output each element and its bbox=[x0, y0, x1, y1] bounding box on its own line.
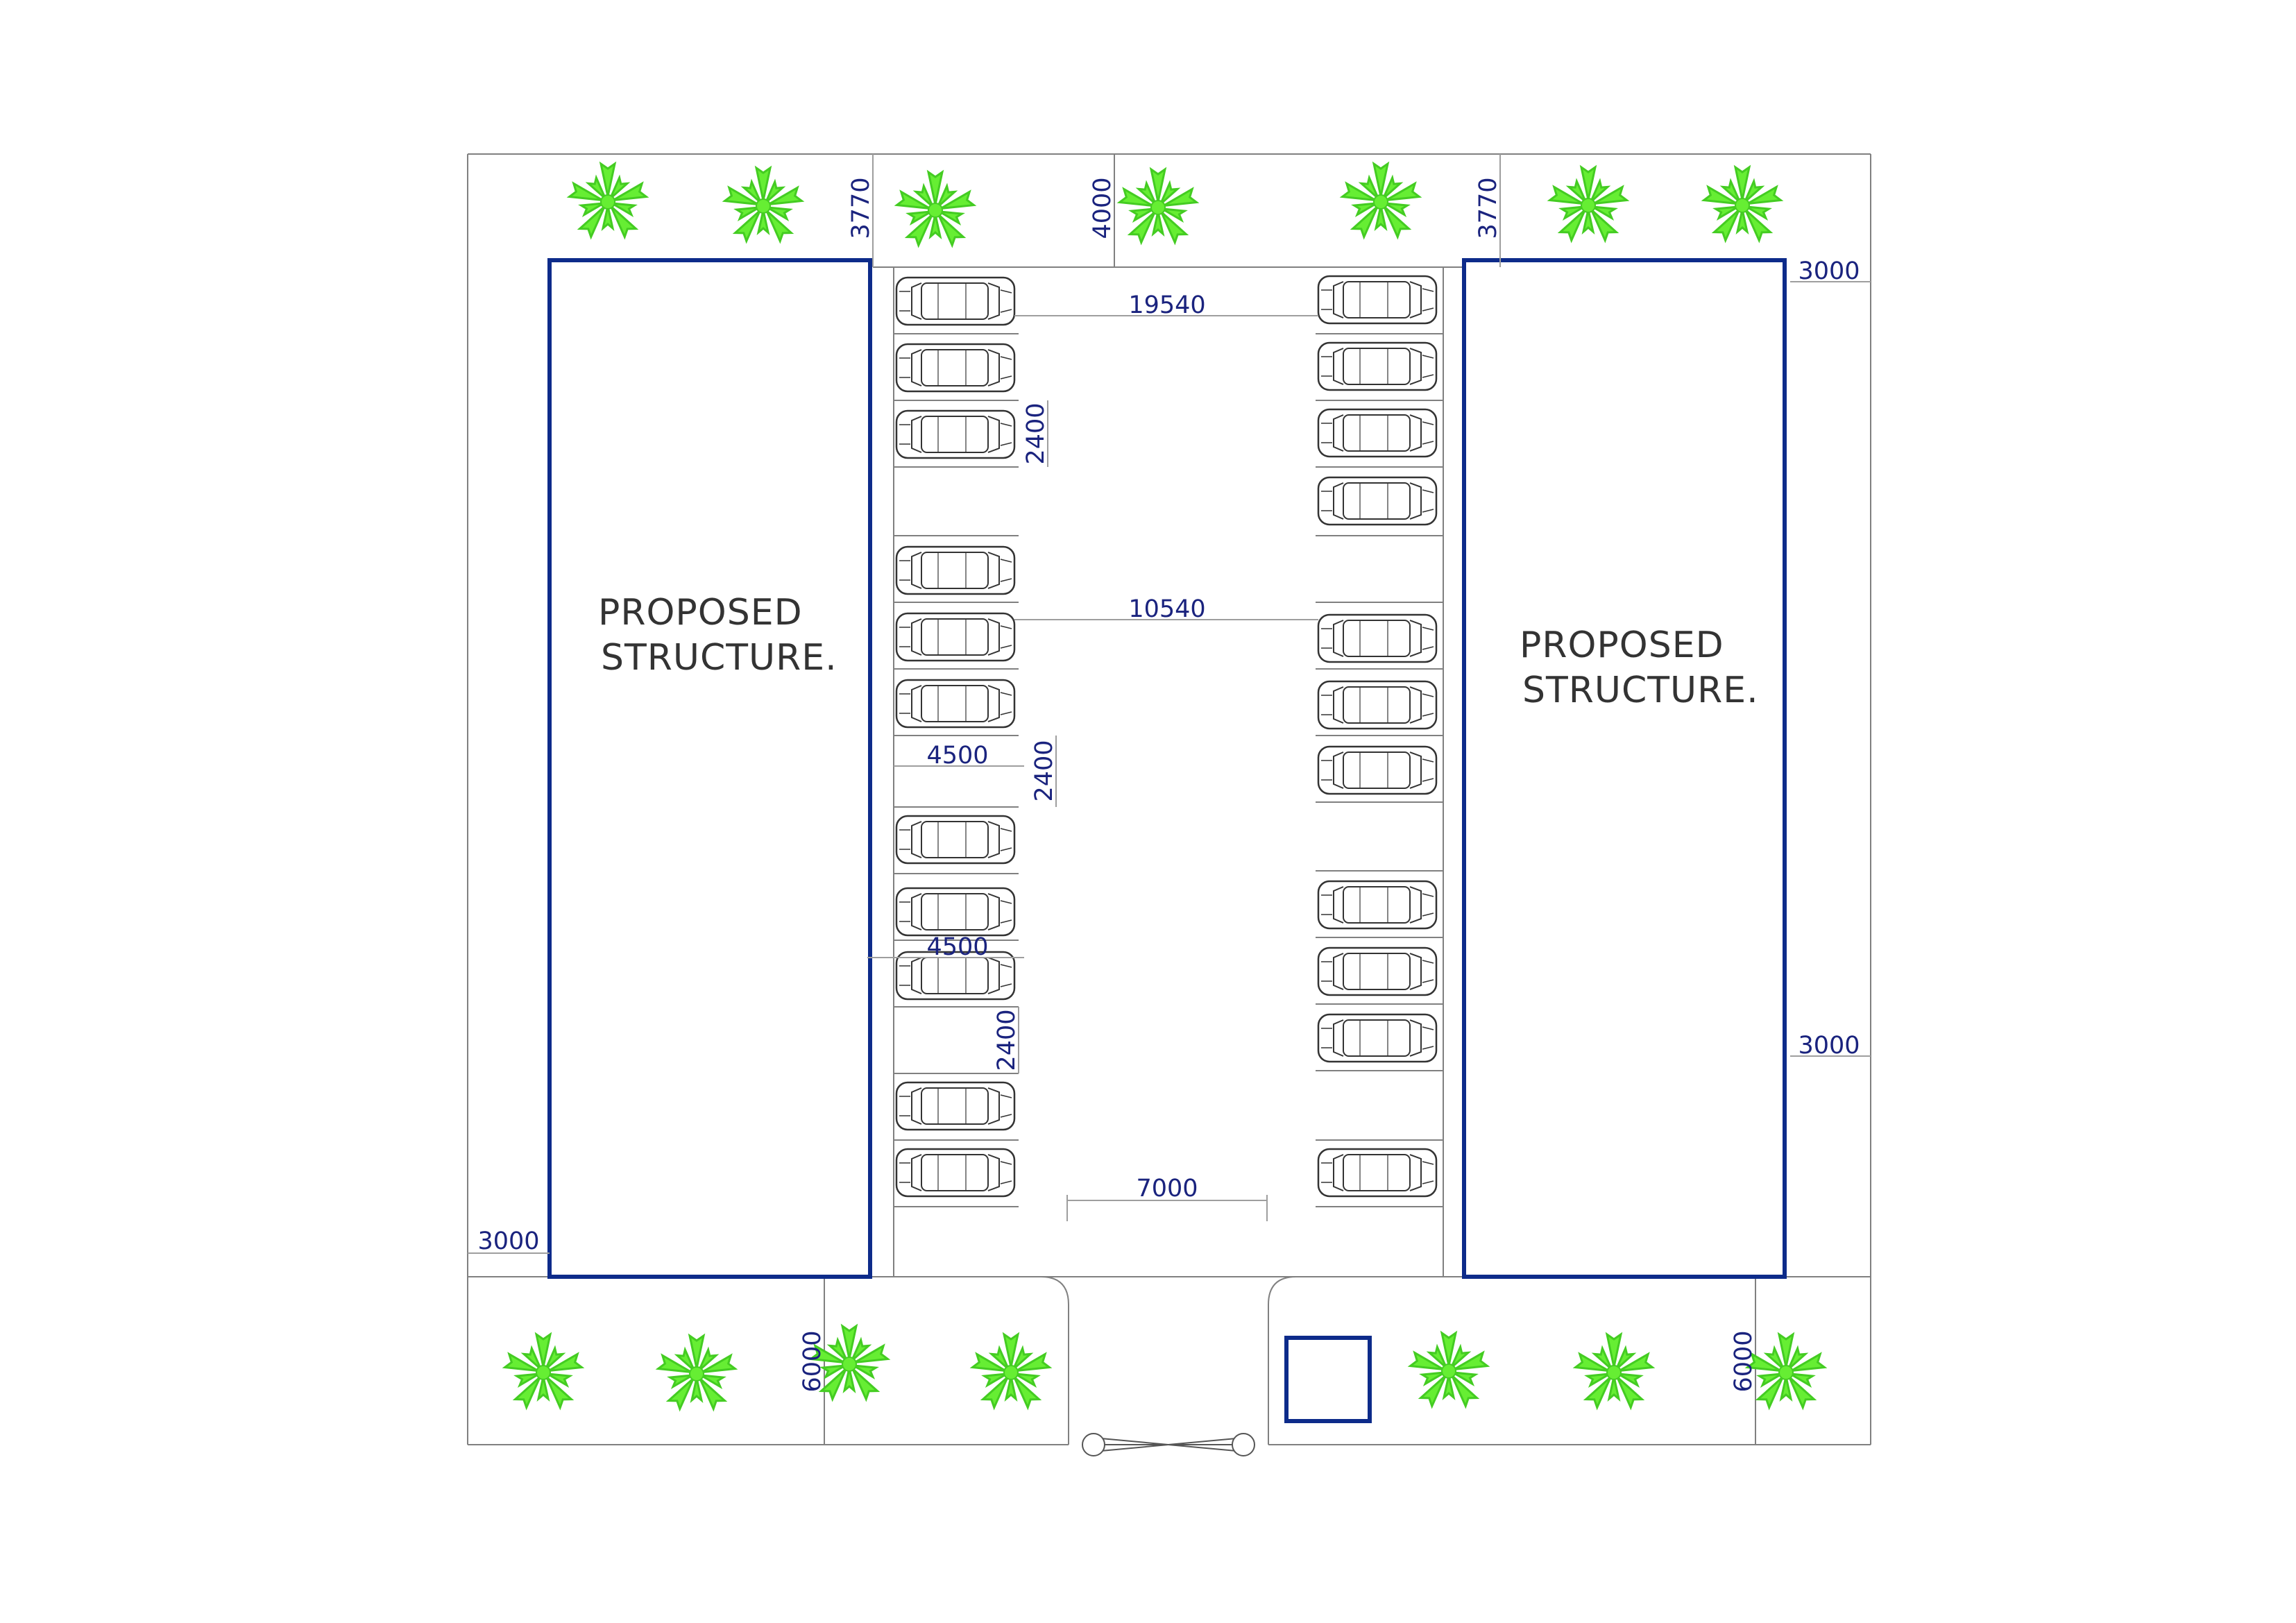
gate-icon bbox=[1082, 1433, 1255, 1456]
car-icon bbox=[895, 276, 1016, 326]
trees bbox=[504, 162, 1826, 1410]
car-icon bbox=[895, 887, 1016, 937]
car-icon bbox=[1317, 1013, 1438, 1063]
car-icon bbox=[1317, 275, 1438, 325]
car-icon bbox=[1317, 613, 1438, 663]
parking-row-right bbox=[1316, 275, 1443, 1207]
car-icon bbox=[1317, 946, 1438, 996]
square-box-icon bbox=[1284, 1336, 1372, 1423]
dim-left-setback: 3000 bbox=[477, 1227, 539, 1255]
tree-icon bbox=[1703, 166, 1782, 241]
tree-icon bbox=[504, 1333, 583, 1409]
dim-bay-width: 2400 bbox=[993, 1009, 1021, 1071]
proposed-structure-right: PROPOSED STRUCTURE. bbox=[1462, 258, 1787, 1279]
dim-aisle-width-top: 19540 bbox=[1128, 291, 1205, 319]
building-label-line1: PROPOSED bbox=[598, 592, 803, 634]
car-icon bbox=[1317, 745, 1438, 795]
dim-aisle-width-middle: 10540 bbox=[1128, 595, 1205, 623]
dim-bay-width: 2400 bbox=[1030, 740, 1058, 801]
parking-row-left bbox=[894, 276, 1019, 1207]
car-icon bbox=[1317, 341, 1438, 391]
tree-icon bbox=[657, 1334, 736, 1410]
car-icon bbox=[895, 815, 1016, 865]
tree-icon bbox=[1574, 1333, 1653, 1409]
dim-right-setback-bottom: 3000 bbox=[1798, 1032, 1860, 1060]
tree-icon bbox=[896, 171, 975, 246]
dim-bay-length: 4500 bbox=[926, 742, 988, 770]
dim-top-right-setback: 3770 bbox=[1474, 177, 1502, 239]
car-icon bbox=[895, 343, 1016, 393]
car-icon bbox=[895, 612, 1016, 662]
tree-icon bbox=[1341, 162, 1420, 238]
tree-icon bbox=[971, 1333, 1051, 1409]
car-icon bbox=[895, 545, 1016, 595]
car-icon bbox=[895, 1081, 1016, 1131]
tree-icon bbox=[1119, 168, 1198, 244]
tree-icon bbox=[1409, 1332, 1488, 1407]
car-icon bbox=[1317, 476, 1438, 526]
dim-bottom-right-setback: 6000 bbox=[1730, 1330, 1758, 1392]
dim-right-setback-top: 3000 bbox=[1798, 257, 1860, 285]
tree-icon bbox=[724, 167, 803, 242]
building-label-line2: STRUCTURE. bbox=[601, 637, 837, 679]
dim-top-left-setback: 3770 bbox=[847, 177, 875, 239]
tree-icon bbox=[568, 162, 647, 238]
building-label-line2: STRUCTURE. bbox=[1522, 670, 1759, 711]
car-icon bbox=[895, 409, 1016, 459]
dim-gate-width: 7000 bbox=[1136, 1175, 1198, 1203]
car-icon bbox=[1317, 1148, 1438, 1198]
dimension-labels: 3770 4000 3770 3000 3000 3000 6000 6000 … bbox=[477, 177, 1860, 1392]
dim-bay-width: 2400 bbox=[1022, 402, 1050, 464]
car-icon bbox=[895, 679, 1016, 729]
dim-top-center-setback: 4000 bbox=[1089, 177, 1116, 239]
proposed-structure-left: PROPOSED STRUCTURE. bbox=[547, 258, 872, 1279]
dim-bottom-left-setback: 6000 bbox=[799, 1330, 826, 1392]
dimension-lines bbox=[468, 154, 1871, 1254]
bottom-landscape-strips bbox=[468, 1276, 1871, 1445]
car-icon bbox=[1317, 880, 1438, 930]
car-icon bbox=[1317, 680, 1438, 730]
tree-icon bbox=[1549, 166, 1628, 241]
site-boundary bbox=[467, 153, 1871, 1445]
tree-icon bbox=[1746, 1333, 1826, 1409]
dim-bay-length: 4500 bbox=[926, 933, 988, 961]
car-icon bbox=[895, 1148, 1016, 1198]
car-icon bbox=[1317, 408, 1438, 458]
building-label-line1: PROPOSED bbox=[1520, 624, 1724, 666]
